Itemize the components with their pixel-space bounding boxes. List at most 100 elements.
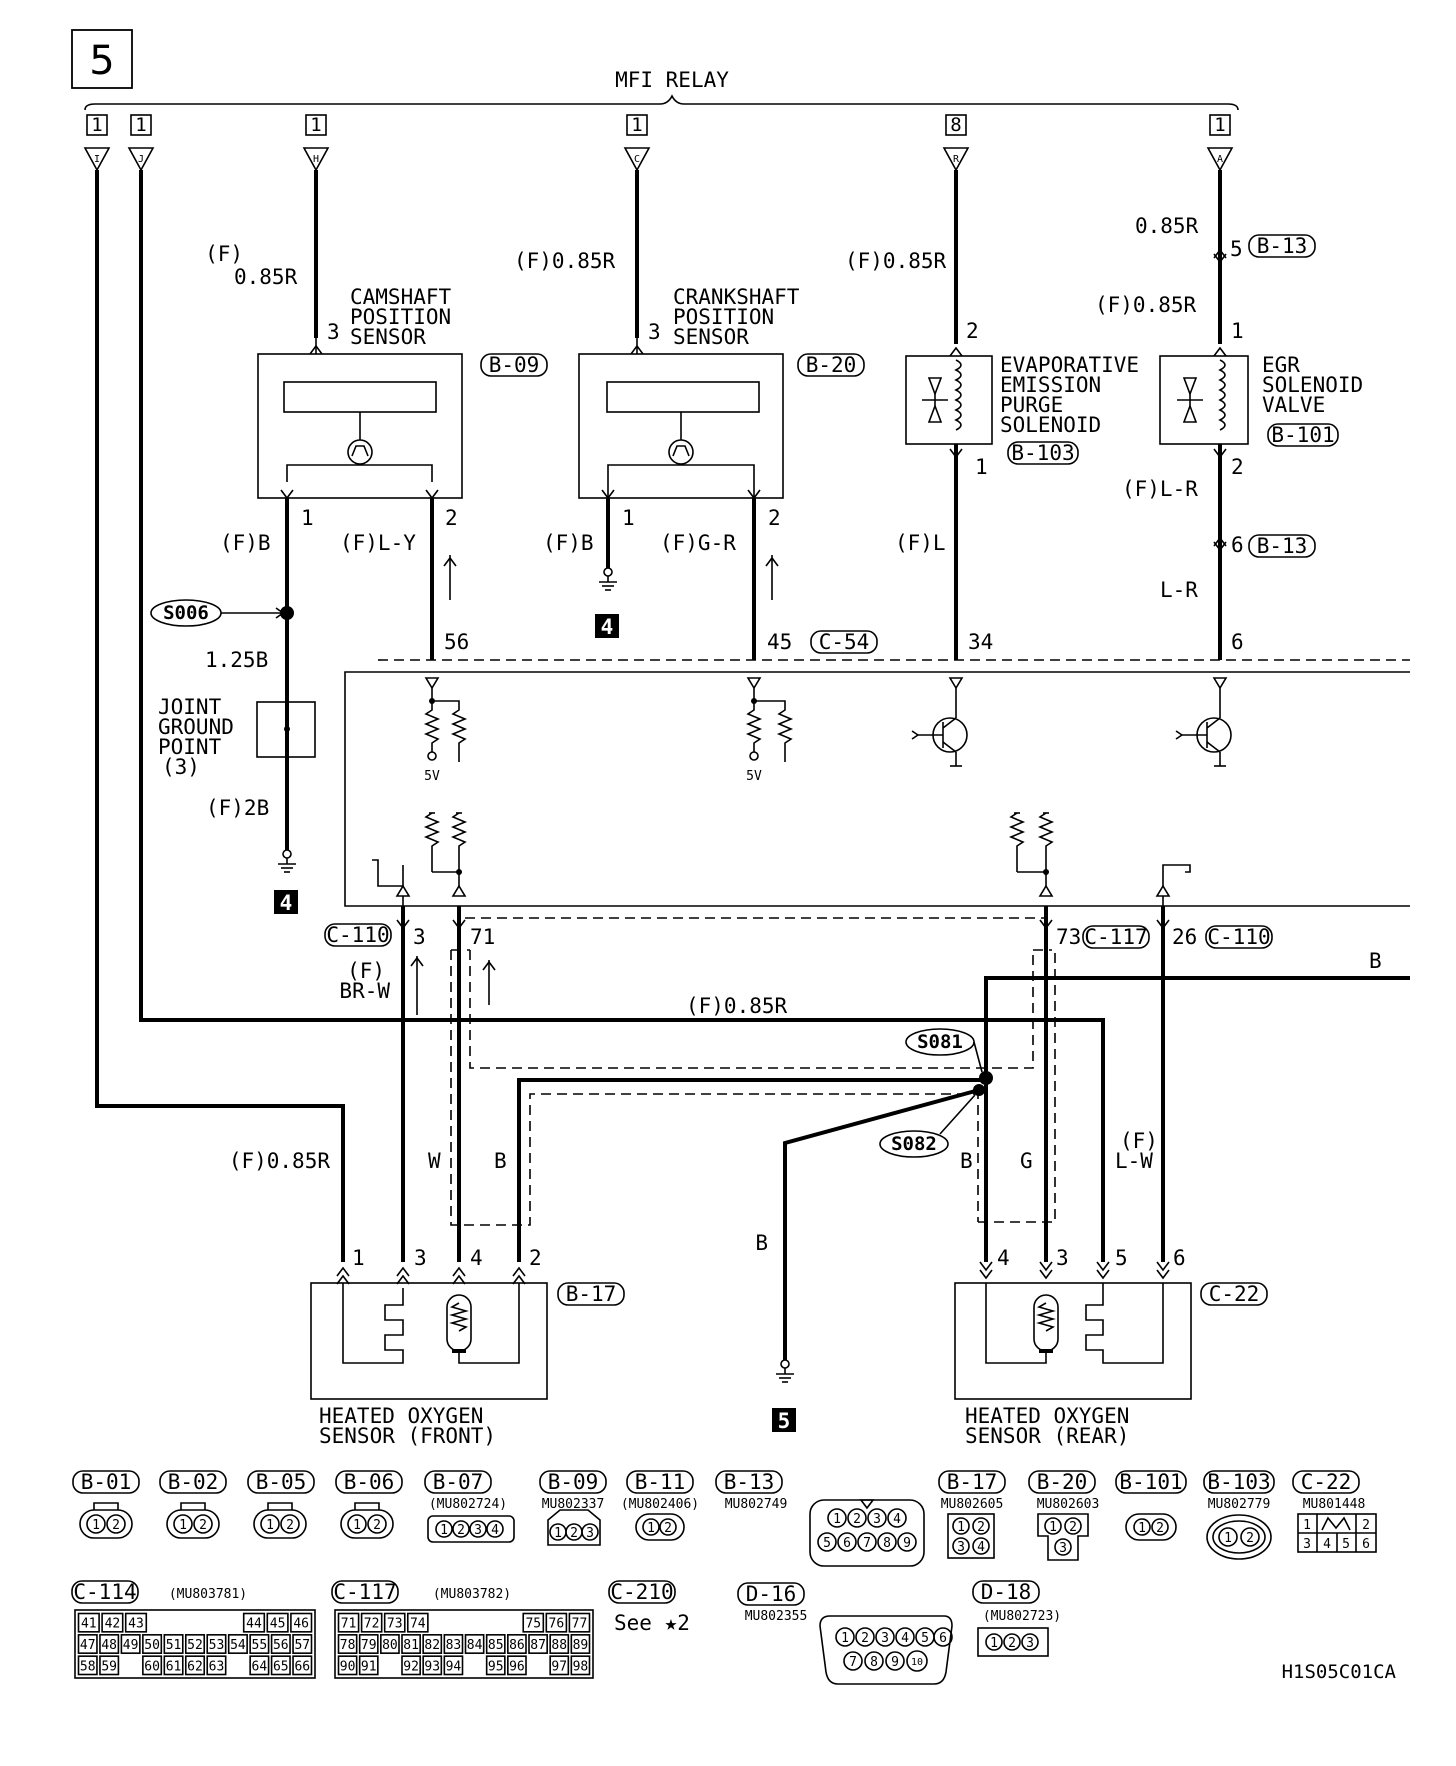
evap-purge-solenoid <box>905 347 993 458</box>
cam-ecu-pin: 56 <box>444 630 469 654</box>
o2r-conn: C-22 <box>1209 1282 1260 1306</box>
c114-cavity <box>220 1614 241 1632</box>
egr-conn-badge <box>1267 423 1339 447</box>
svg-text:2: 2 <box>977 1520 985 1535</box>
o2f-wire-w: W <box>428 1149 441 1173</box>
crank-wire2: (F)G-R <box>660 531 736 555</box>
o2r-wire-b: B <box>960 1149 973 1173</box>
c114-cavity <box>249 1655 270 1676</box>
c117-cavity-label: 75 <box>525 1617 541 1632</box>
c117-cavity-label: 85 <box>488 1638 504 1653</box>
c114-cavity-label: 53 <box>209 1638 225 1653</box>
c117-cavity-label: 88 <box>551 1638 567 1653</box>
svg-text:2: 2 <box>373 1518 381 1533</box>
svg-text:1: 1 <box>990 1636 998 1651</box>
crank-conn: B-20 <box>806 353 857 377</box>
egr-conn-b: B-13 <box>1257 534 1308 558</box>
c117-cavity <box>431 1614 451 1632</box>
svg-text:6: 6 <box>1362 1537 1370 1552</box>
svg-text:8: 8 <box>950 114 961 136</box>
svg-text:B-09: B-09 <box>548 1470 599 1494</box>
ground-ref-crank: 4 <box>601 615 614 639</box>
c114-cavity-label: 47 <box>80 1638 96 1653</box>
o2r-conn-badge <box>1200 1282 1268 1306</box>
c117-cavity <box>401 1634 421 1654</box>
egr-conn: B-101 <box>1271 423 1334 447</box>
svg-text:1: 1 <box>92 1518 100 1533</box>
conn-b11: B-11 (MU802406) 1 2 <box>621 1470 699 1541</box>
svg-text:MU802605: MU802605 <box>941 1497 1004 1512</box>
crankshaft-sensor <box>578 338 784 500</box>
svg-text:B-101: B-101 <box>1119 1470 1182 1494</box>
c114-cavity-label: 52 <box>187 1638 203 1653</box>
cam-name-1: CAMSHAFT <box>350 285 452 309</box>
svg-text:7: 7 <box>863 1536 871 1551</box>
svg-text:B-05: B-05 <box>256 1470 307 1494</box>
c114-cavity <box>249 1634 270 1654</box>
o2f-ecu-conn-badge <box>324 923 392 947</box>
c117-cavity-label: 95 <box>488 1659 504 1674</box>
egr-pin-b: 6 <box>1231 533 1244 557</box>
cam-wire-f: (F) <box>205 242 243 266</box>
c114-cavity-label: 56 <box>273 1638 289 1653</box>
conn-d18: D-18 (MU802723) 1 2 3 <box>972 1580 1061 1657</box>
ecu-input-45 <box>745 677 794 762</box>
page-number-box <box>71 29 133 89</box>
evap-conn: B-103 <box>1011 441 1074 465</box>
egr-name-2: SOLENOID <box>1262 373 1363 397</box>
svg-text:1: 1 <box>440 1523 448 1538</box>
evap-name-4: SOLENOID <box>1000 413 1101 437</box>
c114-cavity <box>292 1634 313 1654</box>
svg-text:B-06: B-06 <box>344 1470 395 1494</box>
svg-text:1: 1 <box>266 1518 274 1533</box>
c114-cavity <box>163 1634 184 1654</box>
evap-conn-badge <box>1007 441 1079 465</box>
egr-name-3: VALVE <box>1262 393 1325 417</box>
svg-text:8: 8 <box>883 1536 891 1551</box>
svg-text:1: 1 <box>91 114 102 136</box>
o2f-name-1: HEATED OXYGEN <box>319 1404 483 1428</box>
c117-cavity <box>443 1634 464 1654</box>
crank-ecu-pin: 45 <box>767 630 792 654</box>
c117-cavity-label: 89 <box>573 1638 589 1653</box>
wire-mid-label: (F)0.85R <box>686 994 788 1018</box>
relay-tap-j: 1 J <box>128 114 154 171</box>
c117-cavity <box>522 1612 545 1633</box>
o2r-pin-6: 6 <box>1173 1246 1186 1270</box>
cam-name-3: SENSOR <box>350 325 426 349</box>
c117-cavity-label: 94 <box>446 1659 462 1674</box>
c114-cavity <box>266 1612 289 1633</box>
ecu-input-26 <box>1155 864 1191 906</box>
c114-cavity-label: 63 <box>209 1659 225 1674</box>
relay-title: MFI RELAY <box>615 68 729 92</box>
svg-text:2: 2 <box>199 1518 207 1533</box>
svg-text:4: 4 <box>901 1631 909 1646</box>
c117-cavity-label: 83 <box>446 1638 462 1653</box>
o2f-conn-badge <box>557 1282 625 1306</box>
c114-cavity <box>197 1614 218 1632</box>
c114-cavity-label: 66 <box>294 1659 310 1674</box>
c114-cavity <box>184 1634 206 1654</box>
evap-name-1: EVAPORATIVE <box>1000 353 1139 377</box>
ground-ref-5-box <box>772 1408 796 1432</box>
c114-cavity-label: 54 <box>230 1638 246 1653</box>
conn-b103: B-103 MU802779 1 2 <box>1203 1470 1275 1560</box>
c117-cavity-label: 92 <box>403 1659 419 1674</box>
egr-pin-top: 1 <box>1231 319 1244 343</box>
conn-c22: C-22 MU801448 1 2 3 4 5 6 <box>1292 1470 1377 1553</box>
splice-s081: S081 <box>917 1031 963 1053</box>
o2f-pin-4: 4 <box>470 1246 483 1270</box>
o2r-ecu-conn-a-badge <box>1082 925 1150 949</box>
egr-ecu-pin: 6 <box>1231 630 1244 654</box>
o2r-wire-g: G <box>1020 1149 1033 1173</box>
svg-text:2: 2 <box>570 1526 578 1541</box>
svg-text:B-07: B-07 <box>433 1470 484 1494</box>
c114-cavity-label: 62 <box>187 1659 203 1674</box>
svg-text:1: 1 <box>179 1518 187 1533</box>
ground-ref-crank-box <box>595 614 619 638</box>
svg-text:7: 7 <box>849 1655 857 1670</box>
joint-name-2: GROUND <box>158 715 234 739</box>
c210-see-note: See ★2 <box>614 1611 690 1635</box>
page-number: 5 <box>89 38 114 84</box>
